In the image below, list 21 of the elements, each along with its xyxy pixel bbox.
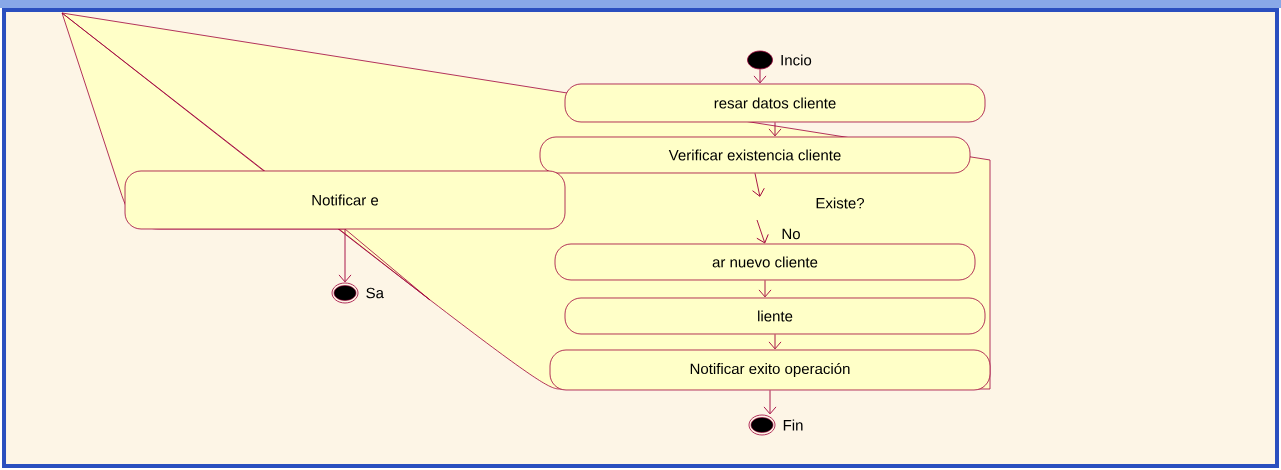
- arrow: [752, 172, 765, 197]
- activity-box: resar datos cliente: [564, 83, 986, 123]
- arrow: [338, 228, 352, 283]
- end-node: [748, 414, 776, 436]
- node-caption: Incio: [781, 54, 812, 66]
- arrow: [758, 279, 772, 298]
- activity-box: Verificar existencia cliente: [539, 136, 971, 174]
- arrow: [753, 68, 767, 84]
- arrow: [768, 121, 782, 137]
- node-caption: Sa: [366, 287, 384, 299]
- activity-box: Notificar exito operación: [549, 349, 991, 391]
- activity-box: Notificar e: [124, 170, 566, 230]
- arrow: [768, 333, 782, 350]
- node-caption: Fin: [783, 419, 803, 431]
- end-node: [331, 282, 359, 304]
- activity-box: liente: [564, 297, 986, 335]
- arrow: [756, 219, 769, 244]
- start-node: [747, 50, 773, 70]
- edge-label: Existe?: [814, 196, 866, 210]
- activity-box: ar nuevo cliente: [554, 243, 976, 281]
- arrow: [763, 389, 777, 415]
